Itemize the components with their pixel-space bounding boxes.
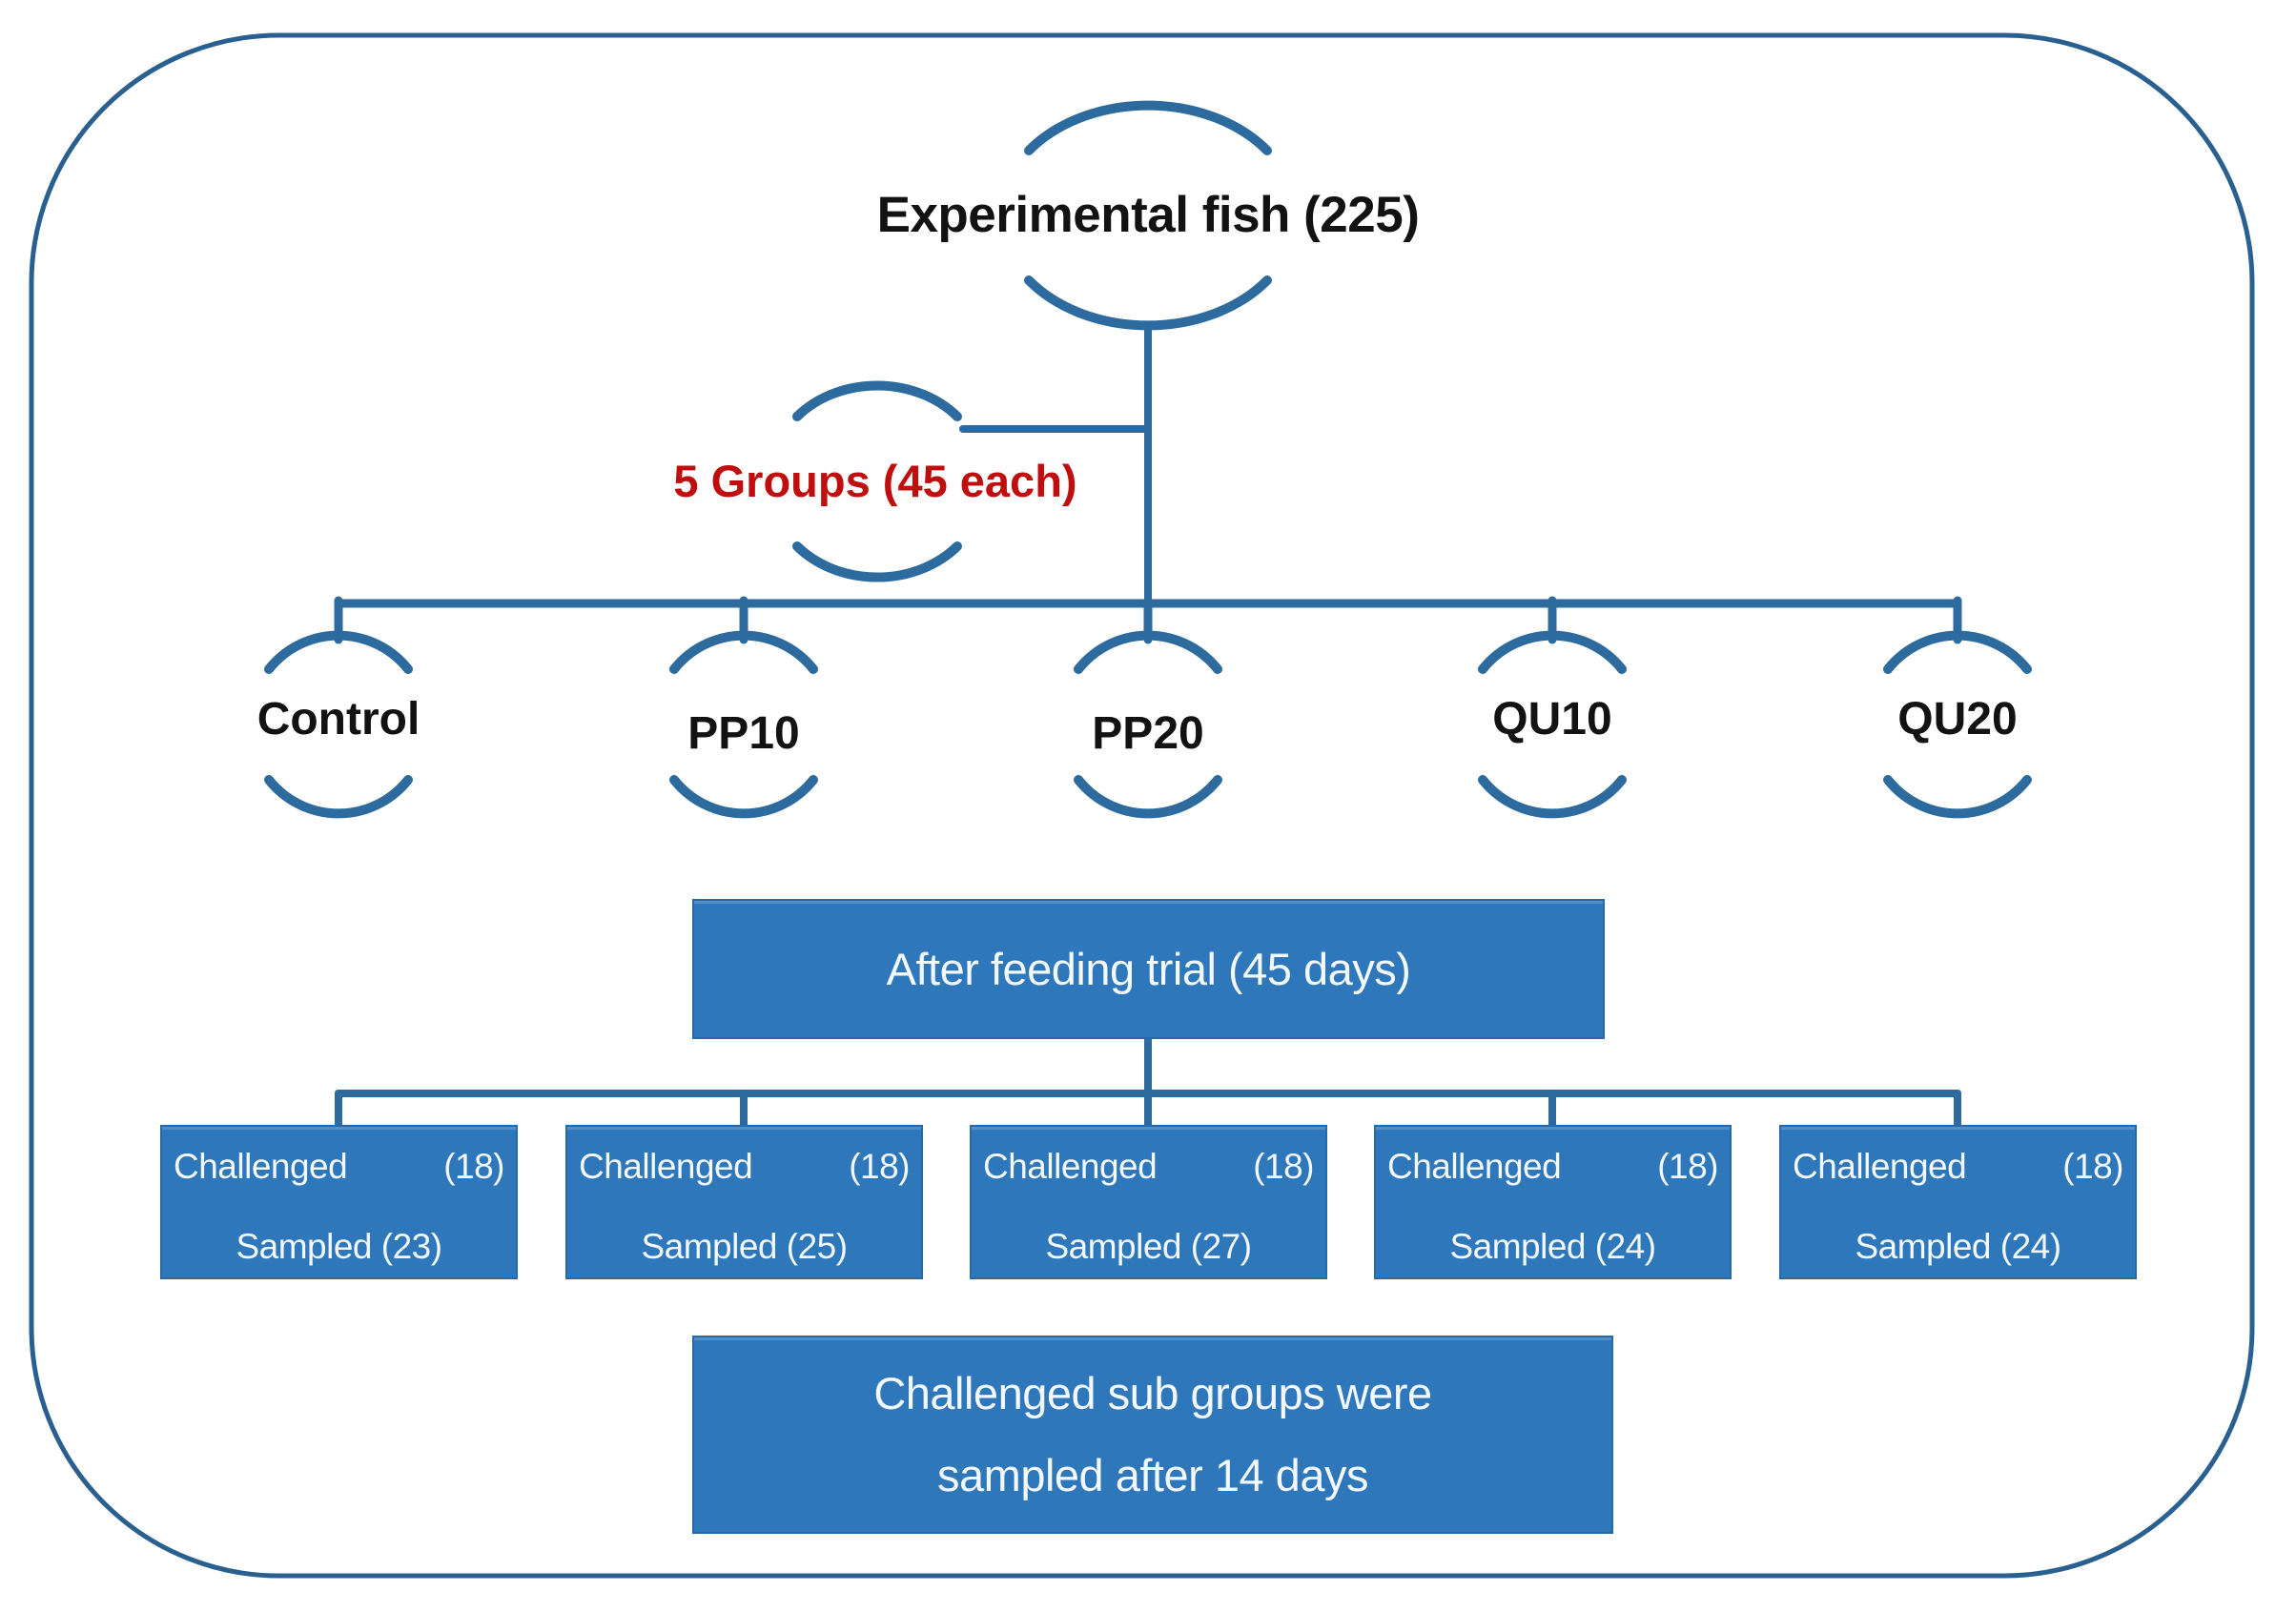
group-node-label-pp10: PP10 [687,708,800,759]
group-node-3-bottom-arc [1074,775,1222,819]
challenged-row: Challenged (18) [972,1146,1325,1188]
note-line-2: sampled after 14 days [937,1450,1368,1500]
subgroup-box-qu10: Challenged (18) Sampled (24) [1374,1125,1732,1279]
challenged-row: Challenged (18) [1781,1146,2135,1188]
title-node-bottom-arc [1024,275,1272,331]
note-box: Challenged sub groups were sampled after… [692,1336,1613,1534]
feeding-trial-box: After feeding trial (45 days) [692,899,1605,1039]
group-node-4-top-arc [1478,630,1627,674]
group-node-2-top-arc [669,630,818,674]
sampled-label: Sampled (24) [1449,1227,1656,1266]
challenged-label: Challenged [983,1147,1158,1186]
sampled-label: Sampled (25) [641,1227,848,1266]
group-node-1-bottom-arc [264,775,413,819]
group-node-arcs [264,630,2032,819]
challenged-label: Challenged [579,1147,753,1186]
subgroup-box-qu20: Challenged (18) Sampled (24) [1779,1125,2137,1279]
sampled-label: Sampled (27) [1045,1227,1252,1266]
challenged-row: Challenged (18) [567,1146,921,1188]
subgroup-box-control: Challenged (18) Sampled (23) [160,1125,518,1279]
challenged-count: (18) [1253,1147,1314,1186]
sampled-label: Sampled (24) [1855,1227,2061,1266]
group-node-label-qu10: QU10 [1492,694,1612,745]
figure-border [29,32,2255,1579]
challenged-count: (18) [849,1147,910,1186]
split-label: 5 Groups (45 each) [673,456,1077,506]
group-node-1-top-arc [264,630,413,674]
challenged-label: Challenged [1387,1147,1562,1186]
challenged-row: Challenged (18) [1376,1146,1730,1188]
note-line-1: Challenged sub groups were [873,1368,1432,1418]
title-node-top-arc [1024,100,1272,155]
sampled-label: Sampled (23) [236,1227,442,1266]
group-node-label-qu20: QU20 [1897,694,2018,745]
diagram-title: Experimental fish (225) [876,187,1420,243]
split-node-bottom-arc [792,541,962,582]
challenged-row: Challenged (18) [162,1146,516,1188]
split-node-arcs [792,380,962,582]
group-node-4-bottom-arc [1478,775,1627,819]
challenged-count: (18) [2062,1147,2123,1186]
group-node-label-pp20: PP20 [1092,708,1204,759]
split-node-top-arc [792,380,962,421]
subgroup-box-pp20: Challenged (18) Sampled (27) [970,1125,1327,1279]
challenged-label: Challenged [174,1147,348,1186]
feeding-trial-text: After feeding trial (45 days) [886,944,1411,994]
challenged-count: (18) [443,1147,504,1186]
lower-tree-lines [335,1035,1961,1132]
group-node-5-top-arc [1883,630,2032,674]
subgroup-box-pp10: Challenged (18) Sampled (25) [565,1125,923,1279]
group-node-2-bottom-arc [669,775,818,819]
group-node-label-control: Control [256,694,420,745]
challenged-count: (18) [1657,1147,1718,1186]
group-node-3-top-arc [1074,630,1222,674]
group-node-5-bottom-arc [1883,775,2032,819]
challenged-label: Challenged [1793,1147,1967,1186]
